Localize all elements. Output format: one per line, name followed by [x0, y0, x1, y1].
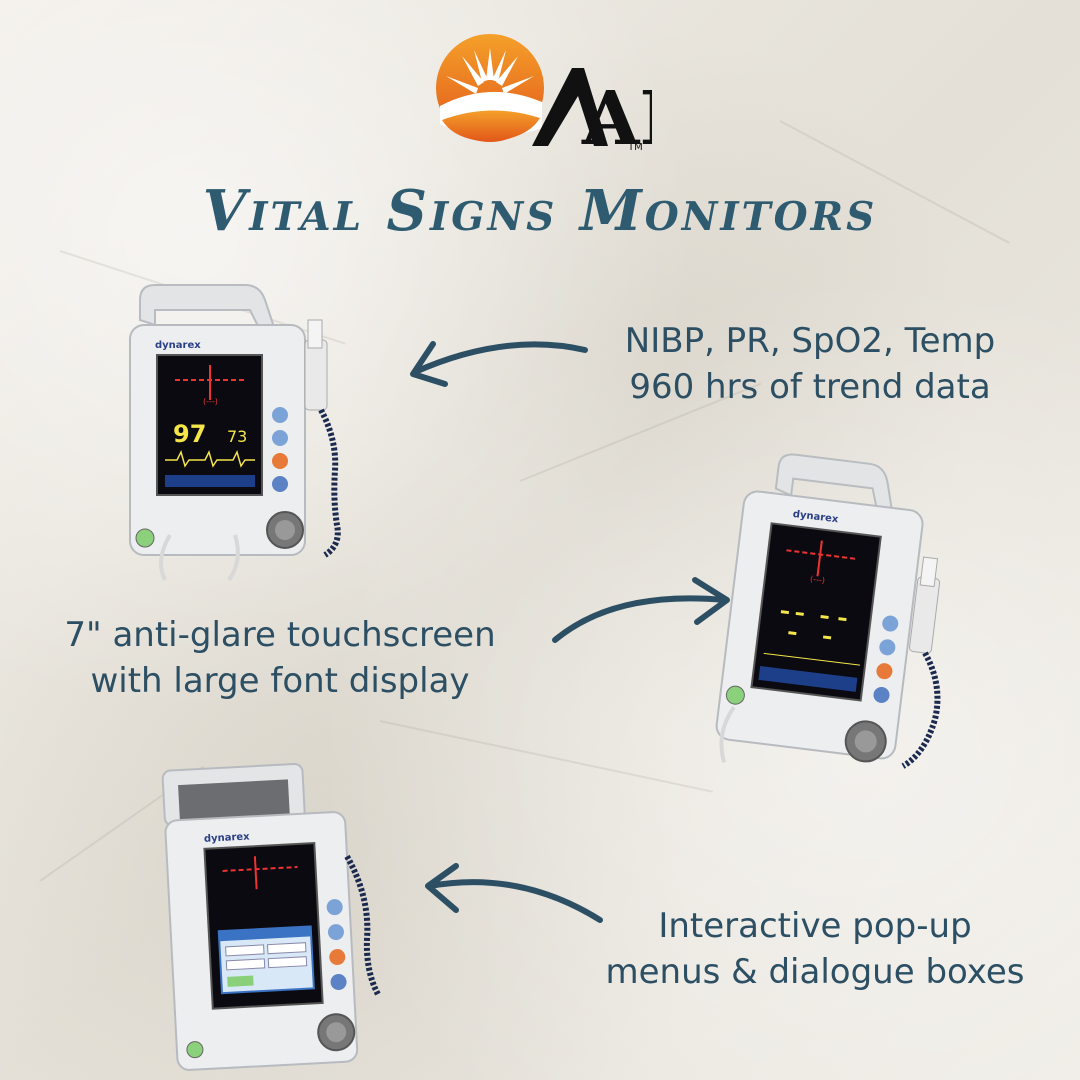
vital-signs-monitor-photo-1: dynarex (---) 97 73: [125, 280, 375, 600]
caption-line: 7" anti-glare touchscreen: [64, 615, 496, 655]
feature-caption-measurements: NIBP, PR, SpO2, Temp 960 hrs of trend da…: [590, 318, 1030, 410]
svg-text:dynarex: dynarex: [204, 831, 251, 844]
caption-line: 960 hrs of trend data: [629, 367, 991, 407]
caption-line: NIBP, PR, SpO2, Temp: [624, 321, 996, 361]
brand-logo: AB TM: [432, 28, 702, 162]
paper-crease: [379, 720, 713, 793]
feature-caption-menus: Interactive pop-up menus & dialogue boxe…: [570, 903, 1060, 995]
svg-text:(---): (---): [810, 574, 826, 585]
page-title: Vital Signs Monitors: [202, 178, 878, 244]
caption-line: Interactive pop-up: [658, 906, 972, 946]
svg-text:dynarex: dynarex: [792, 509, 839, 526]
svg-text:(---): (---): [203, 397, 218, 406]
caption-line: with large font display: [90, 661, 470, 701]
vital-signs-monitor-photo-3: dynarex: [152, 754, 408, 1076]
svg-text:dynarex: dynarex: [155, 340, 201, 351]
vital-signs-monitor-photo-2: dynarex (---): [681, 442, 1009, 805]
arrow-to-monitor-2: [552, 577, 730, 643]
svg-text:73: 73: [227, 427, 247, 446]
arrow-to-monitor-1: [410, 341, 588, 387]
feature-caption-touchscreen: 7" anti-glare touchscreen with large fon…: [30, 612, 530, 704]
arrow-to-monitor-3: [425, 863, 603, 923]
svg-text:97: 97: [173, 420, 206, 448]
svg-text:TM: TM: [627, 142, 643, 153]
caption-line: menus & dialogue boxes: [605, 952, 1025, 992]
